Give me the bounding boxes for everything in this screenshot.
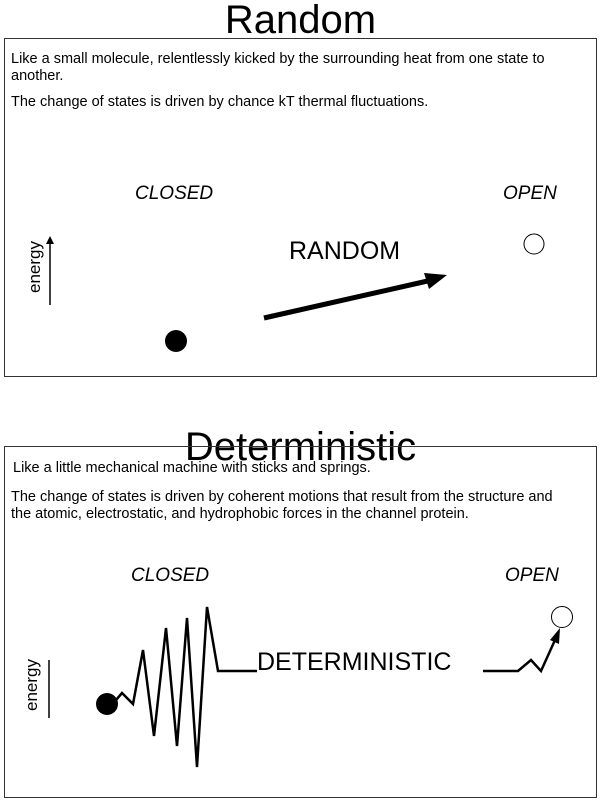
- closed-state-ball: [165, 330, 187, 352]
- deterministic-title: Deterministic: [184, 425, 417, 469]
- deterministic-closed-label: CLOSED: [131, 565, 210, 586]
- open-state-ball: [523, 233, 545, 255]
- random-description-1: Like a small molecule, relentlessly kick…: [11, 51, 545, 84]
- deterministic-spring-path-end: [483, 639, 557, 674]
- deterministic-description-1: Like a little mechanical machine with st…: [13, 460, 371, 476]
- deterministic-arrowhead-icon: [550, 628, 560, 644]
- random-panel: [4, 38, 597, 377]
- random-open-label: OPEN: [503, 183, 557, 204]
- deterministic-path-label: DETERMINISTIC: [257, 648, 452, 676]
- random-title: Random: [224, 0, 377, 42]
- random-closed-label: CLOSED: [135, 183, 214, 204]
- deterministic-panel: [4, 446, 597, 798]
- closed-state-ball: [96, 693, 118, 715]
- deterministic-open-label: OPEN: [505, 565, 559, 586]
- random-path-label: RANDOM: [289, 237, 401, 265]
- deterministic-description-2: The change of states is driven by cohere…: [11, 489, 553, 522]
- deterministic-spring-path: [115, 606, 257, 768]
- random-arrowhead-icon: [424, 273, 447, 289]
- open-state-ball: [551, 606, 573, 628]
- random-description-2: The change of states is driven by chance…: [11, 94, 429, 110]
- random-transition-arrow: [263, 277, 433, 321]
